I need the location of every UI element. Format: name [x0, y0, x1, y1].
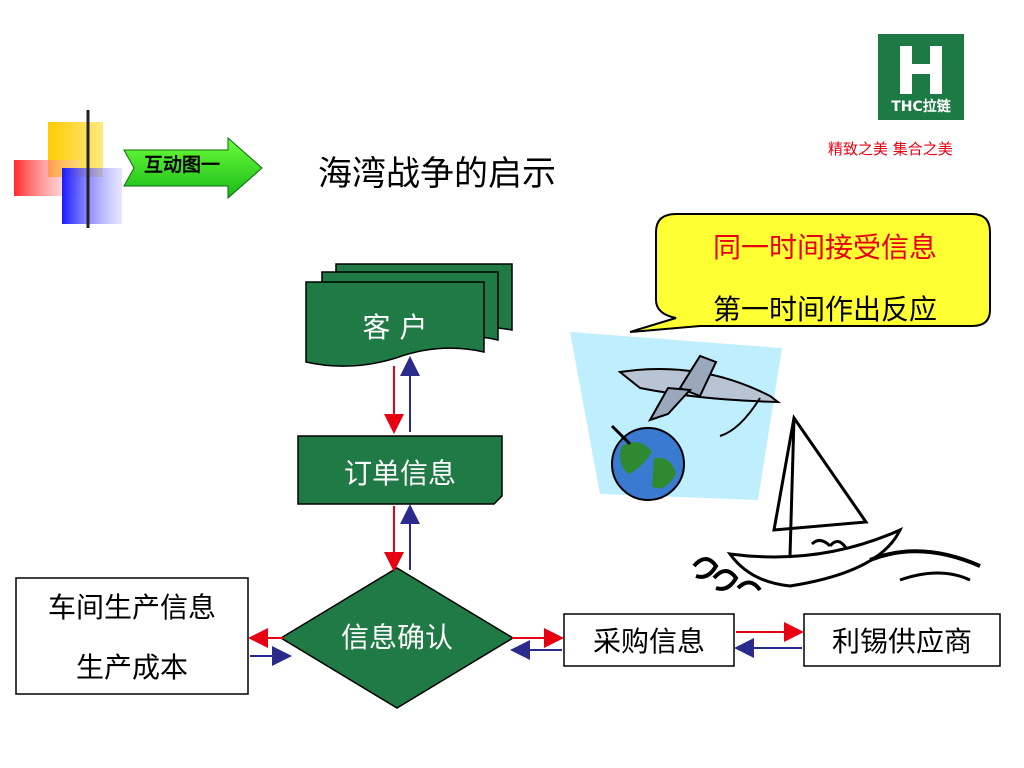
callout-bubble [629, 213, 991, 333]
purchase-label: 采购信息 [592, 625, 705, 658]
supplier-label: 利锡供应商 [831, 625, 972, 658]
tag-label: 互动图一 [143, 154, 220, 176]
slogan: 精致之美 集合之美 [828, 140, 953, 158]
deco-blue-square [62, 168, 122, 224]
logo-text: THC拉链 [891, 99, 951, 115]
supplier-node [803, 613, 1001, 667]
sailboat-clipart [692, 414, 981, 592]
logo-h-icon [900, 46, 942, 94]
callout-line-2: 第一时间作出反应 [712, 293, 937, 326]
callout-line-1: 同一时间接受信息 [712, 231, 937, 264]
tag-arrow-shape [123, 136, 263, 200]
order-info-node [297, 435, 503, 505]
workshop-label-line1: 车间生产信息 [47, 591, 216, 624]
purchase-node [563, 613, 735, 667]
confirm-label: 信息确认 [340, 621, 453, 654]
airplane-globe-clipart [570, 332, 782, 501]
order-info-label: 订单信息 [343, 457, 456, 490]
company-logo [878, 34, 964, 120]
customer-node [305, 263, 513, 367]
workshop-node [15, 577, 249, 695]
confirm-node [279, 567, 515, 709]
customer-label: 客 户 [362, 311, 428, 344]
page-title: 海湾战争的启示 [318, 154, 556, 194]
workshop-label-line2: 生产成本 [75, 651, 188, 684]
